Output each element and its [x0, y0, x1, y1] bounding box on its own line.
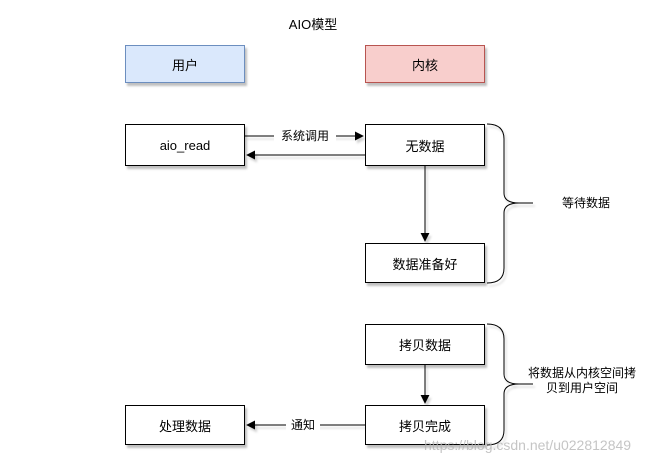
csdn-watermark: https://blog.csdn.net/u022812849	[424, 437, 632, 453]
user-header-box: 用户	[125, 45, 245, 83]
copy-data-box: 拷贝数据	[365, 324, 485, 365]
no-data-label: 无数据	[405, 138, 445, 154]
copy-done-label: 拷贝完成	[398, 418, 451, 434]
no-data-box: 无数据	[365, 124, 485, 166]
notify-edge-label: 通知	[286, 418, 320, 433]
aio-read-box: aio_read	[125, 124, 245, 166]
kernel-header-box: 内核	[365, 45, 485, 83]
copy-data-label: 拷贝数据	[398, 338, 451, 353]
system-call-edge-label: 系统调用	[274, 129, 336, 144]
copy-done-box: 拷贝完成	[365, 405, 485, 445]
brace-copy-desc	[486, 323, 533, 446]
copy-desc-brace-label: 将数据从内核空间拷 贝到用户空间	[527, 366, 636, 395]
process-data-box: 处理数据	[125, 405, 245, 445]
kernel-header-label: 内核	[411, 57, 438, 73]
diagram-title: AIO模型	[288, 17, 338, 32]
data-ready-label: 数据准备好	[392, 256, 458, 272]
user-header-label: 用户	[171, 57, 198, 73]
brace-wait-data	[486, 123, 533, 284]
data-ready-box: 数据准备好	[365, 243, 485, 283]
aio-read-label: aio_read	[159, 137, 211, 153]
process-data-label: 处理数据	[158, 418, 211, 434]
wait-data-brace-label: 等待数据	[561, 196, 610, 210]
